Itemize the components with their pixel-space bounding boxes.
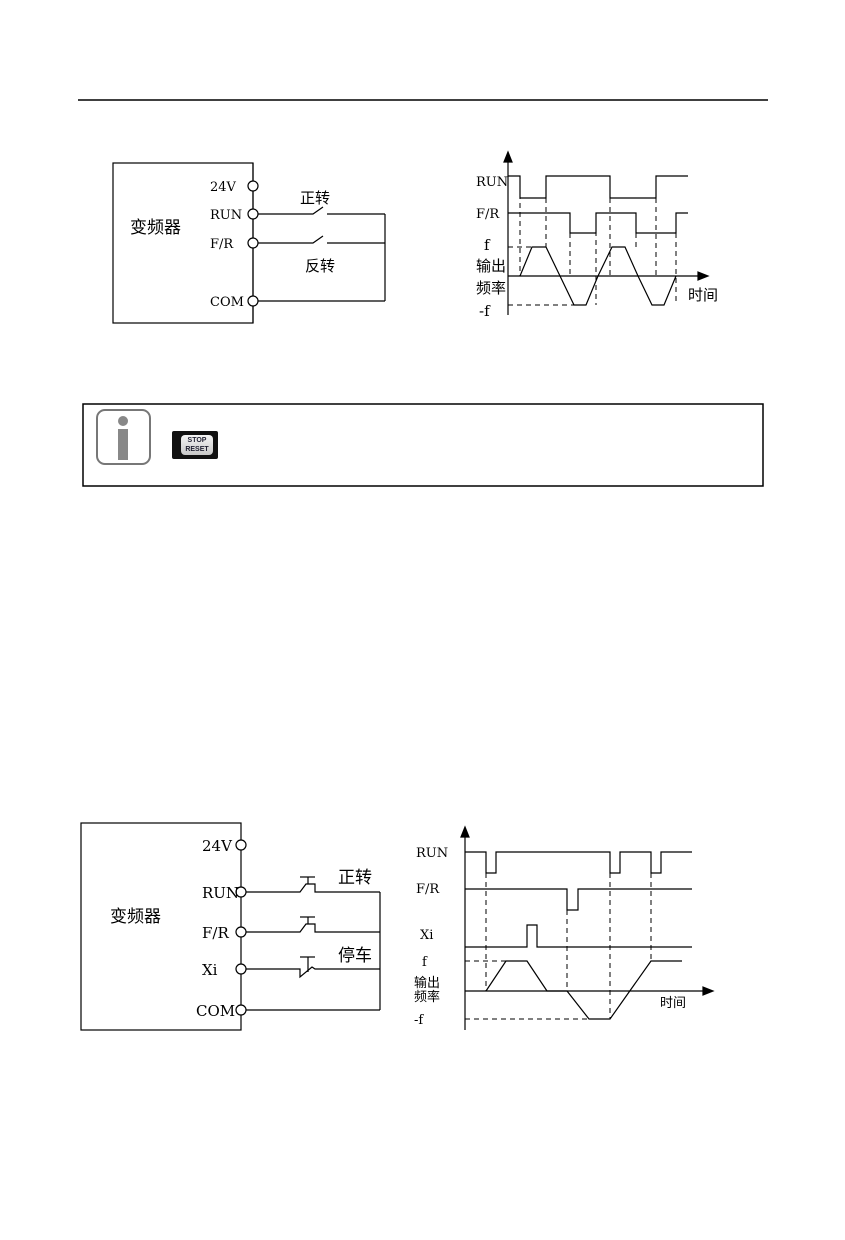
wiring-diagram-1 — [112, 162, 386, 324]
chart2-frequency-label: 频率 — [414, 989, 440, 1005]
stop-reset-key-image: STOP RESET — [172, 431, 218, 459]
chart2-output-label: 输出 — [414, 975, 440, 991]
device-label: 变频器 — [130, 218, 181, 238]
chart2-f-label: f — [422, 955, 428, 970]
terminal-com-2: COM — [196, 1002, 235, 1020]
stop-label-2: 停车 — [338, 946, 372, 966]
terminal-run-2: RUN — [202, 884, 239, 902]
chart1-f-label: f — [484, 236, 491, 254]
stop-label: STOP — [187, 437, 207, 444]
forward-label: 正转 — [300, 189, 330, 207]
chart1-time-label: 时间 — [688, 286, 718, 304]
terminal-run: RUN — [210, 208, 242, 223]
chart2-run-label: RUN — [416, 846, 448, 861]
terminal-fr: F/R — [210, 237, 234, 252]
reverse-label: 反转 — [305, 257, 335, 275]
terminal-xi-2: Xi — [202, 961, 218, 979]
info-icon — [96, 409, 151, 465]
timing-chart-2 — [460, 825, 715, 1030]
terminal-fr-2: F/R — [202, 924, 229, 942]
terminal-24v: 24V — [210, 180, 237, 195]
forward-label-2: 正转 — [338, 868, 372, 888]
chart1-output-label: 输出 — [476, 257, 506, 275]
chart1-neg-f-label: -f — [479, 302, 491, 320]
timing-chart-1 — [503, 150, 710, 315]
chart1-run-label: RUN — [476, 175, 508, 190]
wiring-diagram-2 — [80, 822, 381, 1031]
terminal-com: COM — [210, 295, 244, 310]
chart2-xi-label: Xi — [420, 928, 433, 943]
chart2-fr-label: F/R — [416, 882, 440, 897]
note-box — [82, 403, 764, 487]
chart1-frequency-label: 频率 — [476, 279, 506, 297]
reset-label: RESET — [185, 446, 209, 453]
chart2-time-label: 时间 — [660, 996, 686, 1011]
chart1-fr-label: F/R — [476, 207, 500, 222]
device-label-2: 变频器 — [110, 907, 161, 927]
terminal-24v-2: 24V — [202, 837, 233, 855]
chart2-neg-f-label: -f — [414, 1013, 424, 1028]
